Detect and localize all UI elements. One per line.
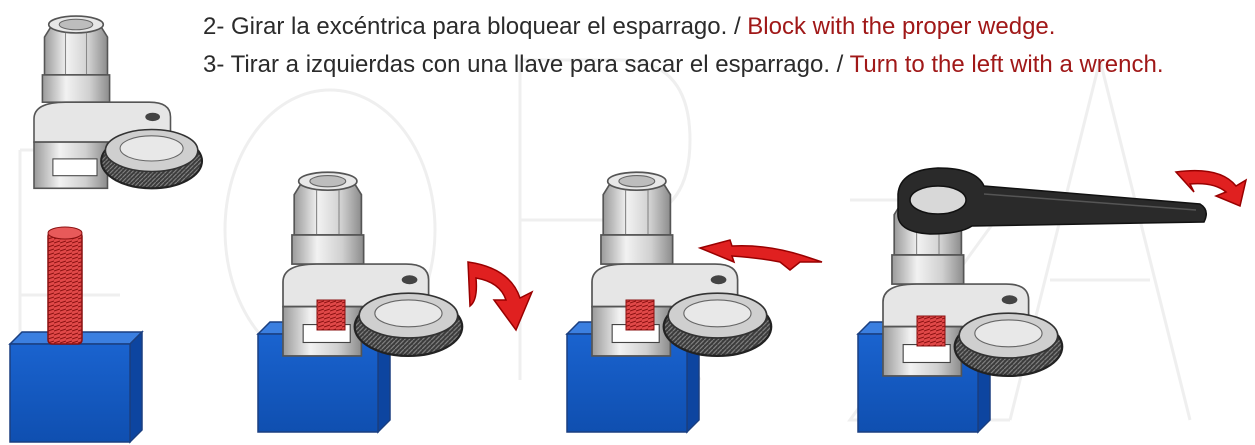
wrench-icon	[897, 167, 1207, 235]
step2-spanish: 2- Girar la excéntrica para bloquear el …	[203, 13, 748, 40]
tool-locked-step	[566, 171, 773, 433]
lateral-arrow-icon	[697, 239, 823, 271]
instructions-text: 2- Girar la excéntrica para bloquear el …	[203, 8, 1248, 84]
tool-on-stud-step	[257, 171, 464, 433]
step3-english: Turn to the left with a wrench.	[849, 51, 1164, 78]
tool-with-wrench-step	[857, 191, 1064, 433]
step3-spanish: 3- Tirar a izquierdas con una llave para…	[203, 51, 850, 78]
rotate-arrow-icon	[467, 261, 534, 332]
stud-extractor-icon	[32, 15, 204, 190]
stud-in-block	[9, 226, 143, 443]
wrench-rotate-arrow-icon	[1174, 169, 1248, 208]
step2-english: Block with the proper wedge.	[747, 13, 1056, 40]
